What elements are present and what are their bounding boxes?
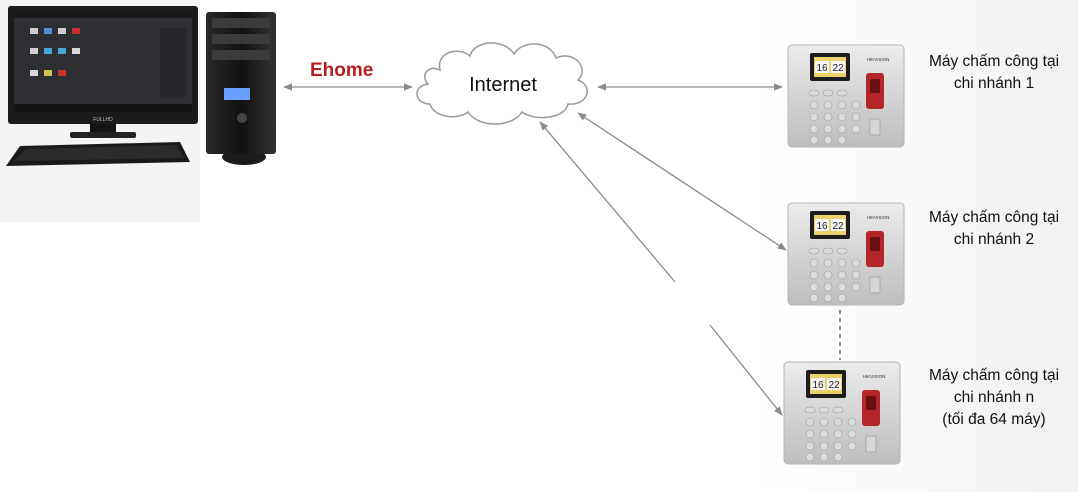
- pc-monitor: FULLHD: [8, 6, 198, 138]
- device-screen-hour: 16: [812, 380, 824, 391]
- protocol-label: Ehome: [310, 60, 374, 81]
- device-screen-hour: 16: [816, 63, 828, 74]
- device-label-line: Máy chấm công tại: [928, 209, 1060, 226]
- device-screen-minute: 22: [832, 63, 844, 74]
- pc-keyboard: [6, 142, 190, 166]
- link-to-internet-partial: [539, 121, 676, 283]
- device-label-line: chi nhánh 1: [953, 75, 1035, 92]
- device-brand: HIKVISION: [867, 57, 890, 62]
- device-screen-minute: 22: [828, 380, 840, 391]
- device-label-line: Máy chấm công tại: [928, 53, 1060, 70]
- device-label-2: Máy chấm công tại chi nhánh 2: [920, 207, 1068, 251]
- monitor-brand: FULLHD: [93, 117, 113, 123]
- link-to-device-n-partial: [709, 324, 783, 416]
- pc-tower: [206, 12, 276, 154]
- internet-cloud: [416, 42, 588, 125]
- device-label-n: Máy chấm công tại chi nhánh n (tối đa 64…: [920, 365, 1068, 431]
- attendance-device-n: 16 22 HIKVISION: [783, 361, 901, 465]
- device-label-line: (tối đa 64 máy): [942, 411, 1046, 428]
- attendance-device-2: 16 22 HIKVISION: [787, 202, 905, 306]
- desktop-icons: [30, 28, 186, 98]
- internet-label: Internet: [469, 74, 537, 96]
- attendance-device-1: 16 22 HIKVISION: [787, 44, 905, 148]
- device-screen-hour: 16: [816, 221, 828, 232]
- device-brand: HIKVISION: [863, 374, 886, 379]
- device-label-line: chi nhánh 2: [953, 231, 1035, 248]
- device-label-line: chi nhánh n: [953, 389, 1035, 406]
- device-label-1: Máy chấm công tại chi nhánh 1: [920, 51, 1068, 95]
- device-brand: HIKVISION: [867, 215, 890, 220]
- device-label-line: Máy chấm công tại: [928, 367, 1060, 384]
- device-screen-minute: 22: [832, 221, 844, 232]
- link-internet-device2: [577, 112, 787, 251]
